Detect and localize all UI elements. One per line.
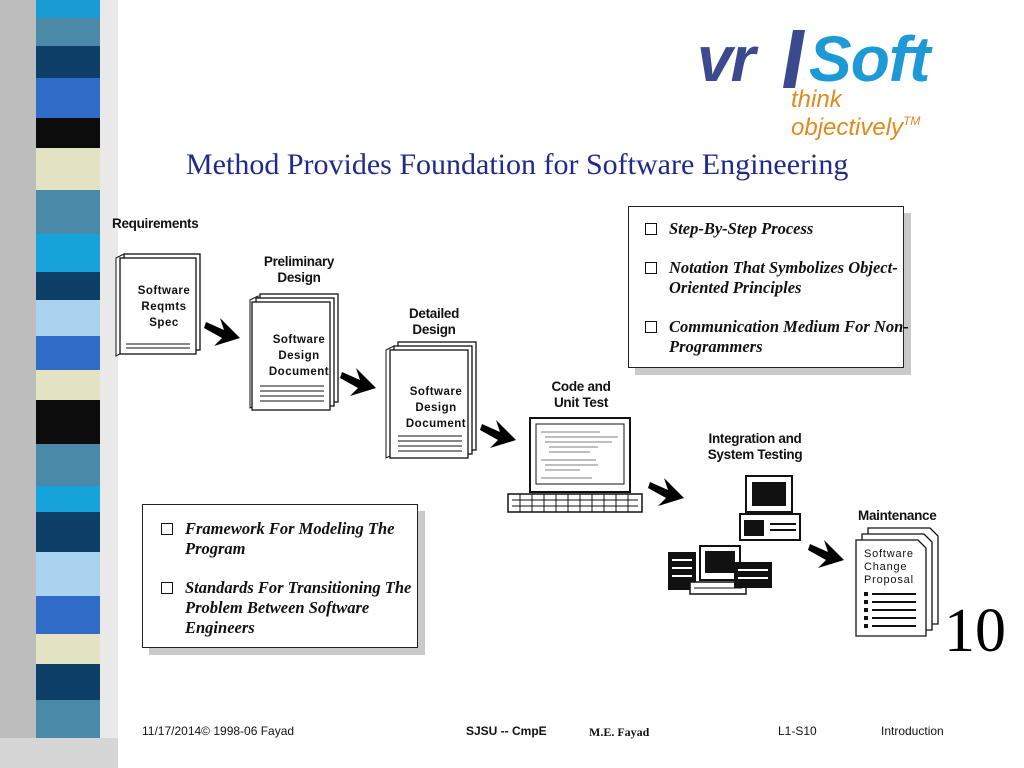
requirements-label: Requirements (112, 216, 199, 231)
footer-section: Introduction (881, 724, 944, 738)
top-callout-box: Step-By-Step Process Notation That Symbo… (628, 206, 909, 368)
requirements-book-icon (115, 253, 201, 357)
callout-item: Framework For Modeling The Program (159, 519, 415, 559)
arrow-icon (808, 540, 844, 568)
arrow-icon (204, 318, 240, 346)
arrow-icon (648, 478, 684, 506)
footer-course: SJSU -- CmpE (466, 724, 547, 738)
arrow-icon (480, 420, 516, 448)
callout-item: Communication Medium For Non-Programmers (643, 317, 909, 357)
computer-icon (739, 475, 801, 541)
callout-item: Step-By-Step Process (643, 219, 909, 239)
terminal-icon (507, 417, 643, 513)
footer-date: 11/17/2014© 1998-06 Fayad (142, 724, 295, 738)
footer-slide-id: L1-S10 (778, 724, 817, 738)
preliminary-design-book-icon (249, 293, 339, 411)
maintenance-label: Maintenance (858, 508, 937, 523)
callout-item: Standards For Transitioning The Problem … (159, 578, 415, 638)
arrow-icon (340, 368, 376, 396)
callout-item: Notation That Symbolizes Object-Oriented… (643, 258, 909, 298)
decorative-strip (0, 0, 118, 768)
bottom-callout-box: Framework For Modeling The Program Stand… (142, 504, 418, 648)
footer-author: M.E. Fayad (589, 725, 650, 739)
slide-title: Method Provides Foundation for Software … (186, 148, 849, 181)
vrsoft-logo: vr Soft think objectivelyTM (697, 23, 930, 141)
page-number: 10 (944, 597, 1006, 665)
change-proposal-doc-icon (855, 527, 939, 637)
computer-icon (668, 545, 772, 595)
detailed-design-book-icon (385, 341, 477, 459)
logo-bar-icon (783, 30, 805, 88)
